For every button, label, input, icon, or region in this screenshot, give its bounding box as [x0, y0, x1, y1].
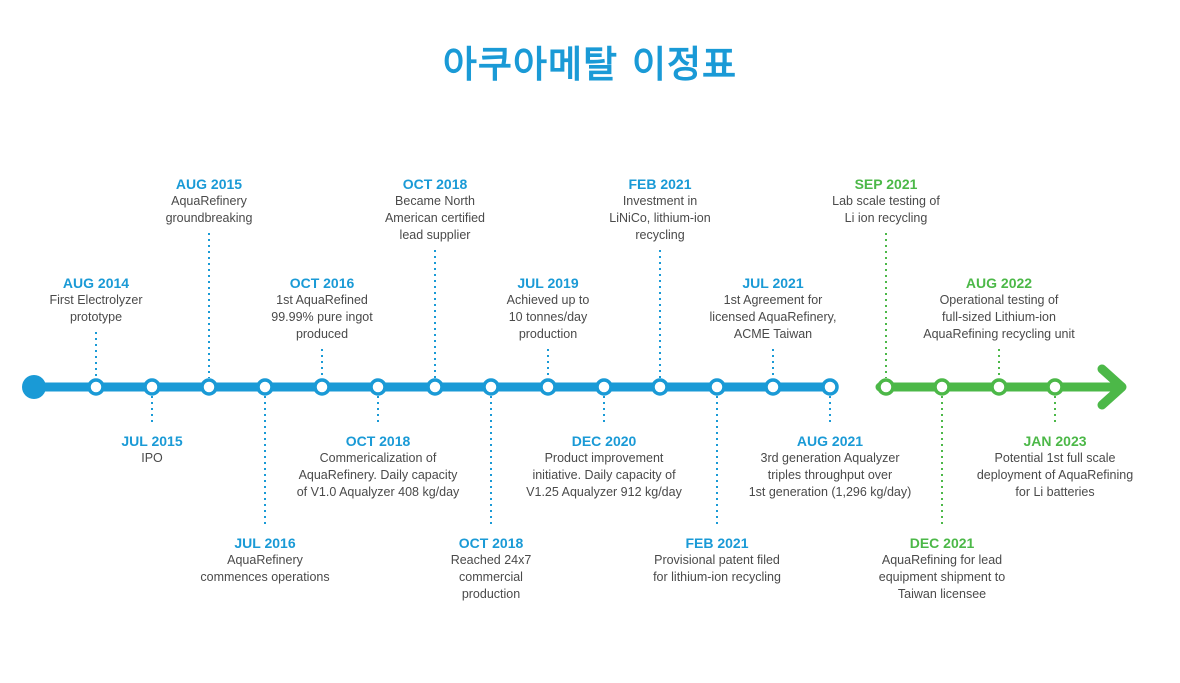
- milestone-description: 1st Agreement for licensed AquaRefinery,…: [709, 293, 837, 341]
- milestone-marker: [313, 378, 331, 396]
- milestone-marker: [651, 378, 669, 396]
- milestone-marker: [539, 378, 557, 396]
- milestone-marker: [369, 378, 387, 396]
- milestone-marker: [764, 378, 782, 396]
- milestone-date: OCT 2018: [402, 176, 468, 192]
- milestone-description: Potential 1st full scale deployment of A…: [976, 451, 1134, 499]
- milestone-description: Reached 24x7 commercial production: [450, 553, 532, 601]
- milestone-date: JUL 2015: [121, 433, 183, 449]
- milestone-description: Lab scale testing of Li ion recycling: [832, 194, 940, 225]
- milestone-description: Product improvement initiative. Daily ca…: [526, 451, 682, 499]
- milestone-description: 3rd generation Aqualyzer triples through…: [748, 451, 912, 499]
- milestone-date: JUL 2019: [517, 275, 579, 291]
- milestone-description: Investment in LiNiCo, lithium-ion recycl…: [609, 194, 711, 242]
- milestone-marker: [426, 378, 444, 396]
- milestone-marker: [256, 378, 274, 396]
- milestone-description: AquaRefining for lead equipment shipment…: [878, 553, 1006, 601]
- milestone-description: Provisional patent filed for lithium-ion…: [653, 553, 781, 584]
- milestone-date: FEB 2021: [685, 535, 749, 551]
- milestone-description: Became North American certified lead sup…: [384, 194, 486, 242]
- milestone-marker: [595, 378, 613, 396]
- milestone-date: DEC 2020: [571, 433, 637, 449]
- milestone-date: AUG 2022: [965, 275, 1033, 291]
- milestone-description: AquaRefinery commences operations: [200, 553, 330, 584]
- timeline-arrow-head: [1097, 364, 1127, 410]
- milestone-description: First Electrolyzer prototype: [49, 293, 143, 324]
- milestone-date: AUG 2021: [796, 433, 864, 449]
- milestone-marker: [821, 378, 839, 396]
- milestone-description: AquaRefinery groundbreaking: [165, 194, 253, 225]
- milestone-description: IPO: [141, 451, 163, 465]
- milestone-description: 1st AquaRefined 99.99% pure ingot produc…: [271, 293, 373, 341]
- milestone-marker: [87, 378, 105, 396]
- milestone-marker: [708, 378, 726, 396]
- milestone-date: FEB 2021: [628, 176, 692, 192]
- milestone-marker: [933, 378, 951, 396]
- milestone-label: AUG 2021 3rd generation Aqualyzer triples…: [720, 432, 940, 501]
- milestone-marker: [200, 378, 218, 396]
- milestone-description: Achieved up to 10 tonnes/day production: [506, 293, 590, 341]
- milestone-description: Commericalization of AquaRefinery. Daily…: [296, 451, 460, 499]
- milestone-date: AUG 2015: [175, 176, 243, 192]
- milestone-date: AUG 2014: [62, 275, 130, 291]
- milestone-marker: [1046, 378, 1064, 396]
- milestone-description: Operational testing of full-sized Lithiu…: [923, 293, 1075, 341]
- page-title: 아쿠아메탈 이정표: [442, 43, 738, 86]
- milestone-date: JAN 2023: [1023, 433, 1087, 449]
- milestone-marker: [143, 378, 161, 396]
- milestone-date: DEC 2021: [909, 535, 975, 551]
- milestone-label: JUL 2021 1st Agreement for licensed AquaR…: [663, 274, 883, 343]
- milestone-marker: [990, 378, 1008, 396]
- milestone-date: JUL 2021: [742, 275, 804, 291]
- milestone-marker: [877, 378, 895, 396]
- milestone-date: JUL 2016: [234, 535, 296, 551]
- milestone-marker: [482, 378, 500, 396]
- milestone-date: SEP 2021: [854, 176, 918, 192]
- milestone-label: OCT 2016 1st AquaRefined 99.99% pure ingo…: [212, 274, 432, 343]
- milestone-date: OCT 2016: [289, 275, 355, 291]
- milestone-date: OCT 2018: [458, 535, 524, 551]
- milestone-date: OCT 2018: [345, 433, 411, 449]
